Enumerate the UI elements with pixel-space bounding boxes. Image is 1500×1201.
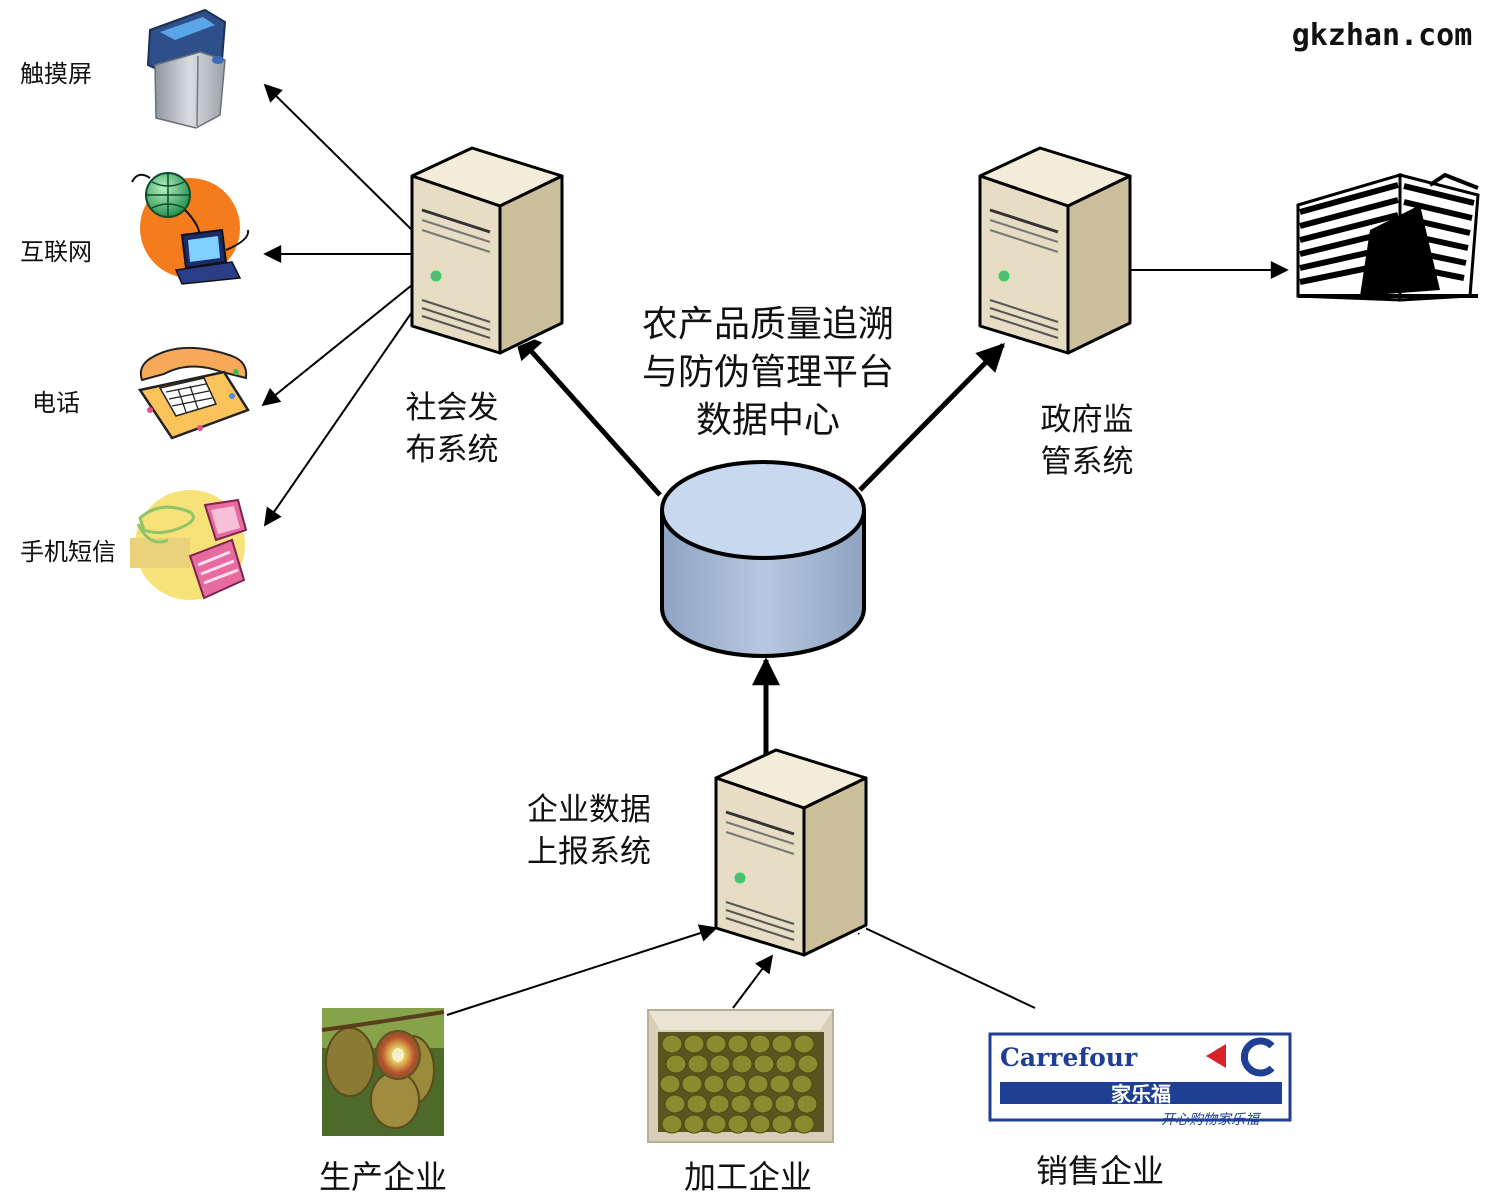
- arrow-to-phone: [261, 284, 413, 407]
- arrow-db-to-social: [513, 330, 662, 497]
- mobile-sms-icon: [130, 490, 248, 600]
- enterprise-report-server-icon: [714, 748, 868, 957]
- database-icon: [660, 460, 866, 658]
- carrefour-brand-en: Carrefour: [1000, 1043, 1138, 1072]
- center-title-line3: 数据中心: [696, 400, 840, 441]
- arrow-sales-to-report: [846, 918, 1036, 1009]
- government-building-icon: [1296, 172, 1480, 302]
- center-title-line1: 农产品质量追溯: [642, 304, 894, 345]
- gov-supervision-server-icon: [978, 146, 1132, 355]
- production-enterprise-label: 生产企业: [319, 1158, 447, 1196]
- social-system-label-2: 布系统: [406, 432, 499, 468]
- data-center-title: 农产品质量追溯 与防伪管理平台 数据中心: [642, 304, 894, 441]
- phone-label: 电话: [32, 389, 80, 417]
- sales-enterprise-label: 销售企业: [1036, 1152, 1164, 1190]
- kiwi-box-photo: [647, 1009, 834, 1143]
- connection-lines: [261, 83, 1289, 1016]
- social-system-label-1: 社会发: [406, 390, 499, 426]
- carrefour-logo: Carrefour 家乐福 开心购物家乐福: [988, 1032, 1292, 1128]
- social-release-server-icon: [410, 146, 564, 355]
- arrow-to-touch: [263, 83, 413, 231]
- report-system-label-2: 上报系统: [527, 834, 651, 870]
- center-title-line2: 与防伪管理平台: [642, 352, 894, 393]
- carrefour-slogan: 开心购物家乐福: [1161, 1112, 1261, 1128]
- sms-label: 手机短信: [20, 538, 116, 566]
- telephone-icon: [137, 347, 250, 440]
- kiwi-fruit-photo: [321, 1008, 445, 1136]
- internet-icon: [131, 172, 250, 285]
- arrow-processing-to-report: [732, 954, 774, 1009]
- watermark-text: gkzhan.com: [1292, 18, 1473, 53]
- report-system-label-1: 企业数据: [527, 792, 651, 828]
- gov-system-label-2: 管系统: [1041, 444, 1134, 480]
- touch-screen-label: 触摸屏: [20, 60, 92, 88]
- internet-label: 互联网: [20, 238, 92, 266]
- kiosk-icon: [146, 8, 227, 129]
- arrow-db-to-gov: [858, 343, 1005, 492]
- carrefour-brand-cn: 家乐福: [1111, 1082, 1171, 1106]
- processing-enterprise-label: 加工企业: [684, 1158, 812, 1196]
- arrow-to-sms: [263, 311, 413, 527]
- arrow-production-to-report: [446, 924, 718, 1016]
- gov-system-label-1: 政府监: [1041, 402, 1134, 438]
